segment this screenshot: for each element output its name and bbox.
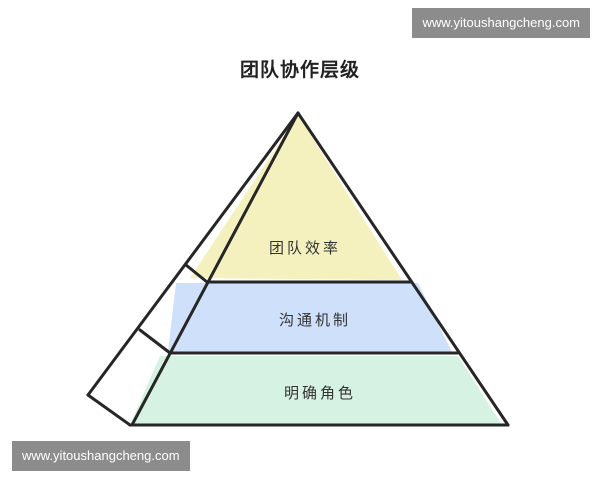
layer-fill-bottom <box>130 356 502 425</box>
pyramid-outline <box>86 111 510 427</box>
layer-fill-middle <box>168 283 452 352</box>
layer-label-clear-roles: 明确角色 <box>283 384 356 402</box>
watermark-top: www.yitoushangcheng.com <box>412 8 590 38</box>
diagram-title: 团队协作层级 <box>239 59 360 81</box>
watermark-bottom: www.yitoushangcheng.com <box>12 441 190 471</box>
layer-fill-top <box>190 115 402 280</box>
layer-label-team-efficiency: 团队效率 <box>268 239 341 257</box>
layer-label-communication: 沟通机制 <box>278 311 351 329</box>
